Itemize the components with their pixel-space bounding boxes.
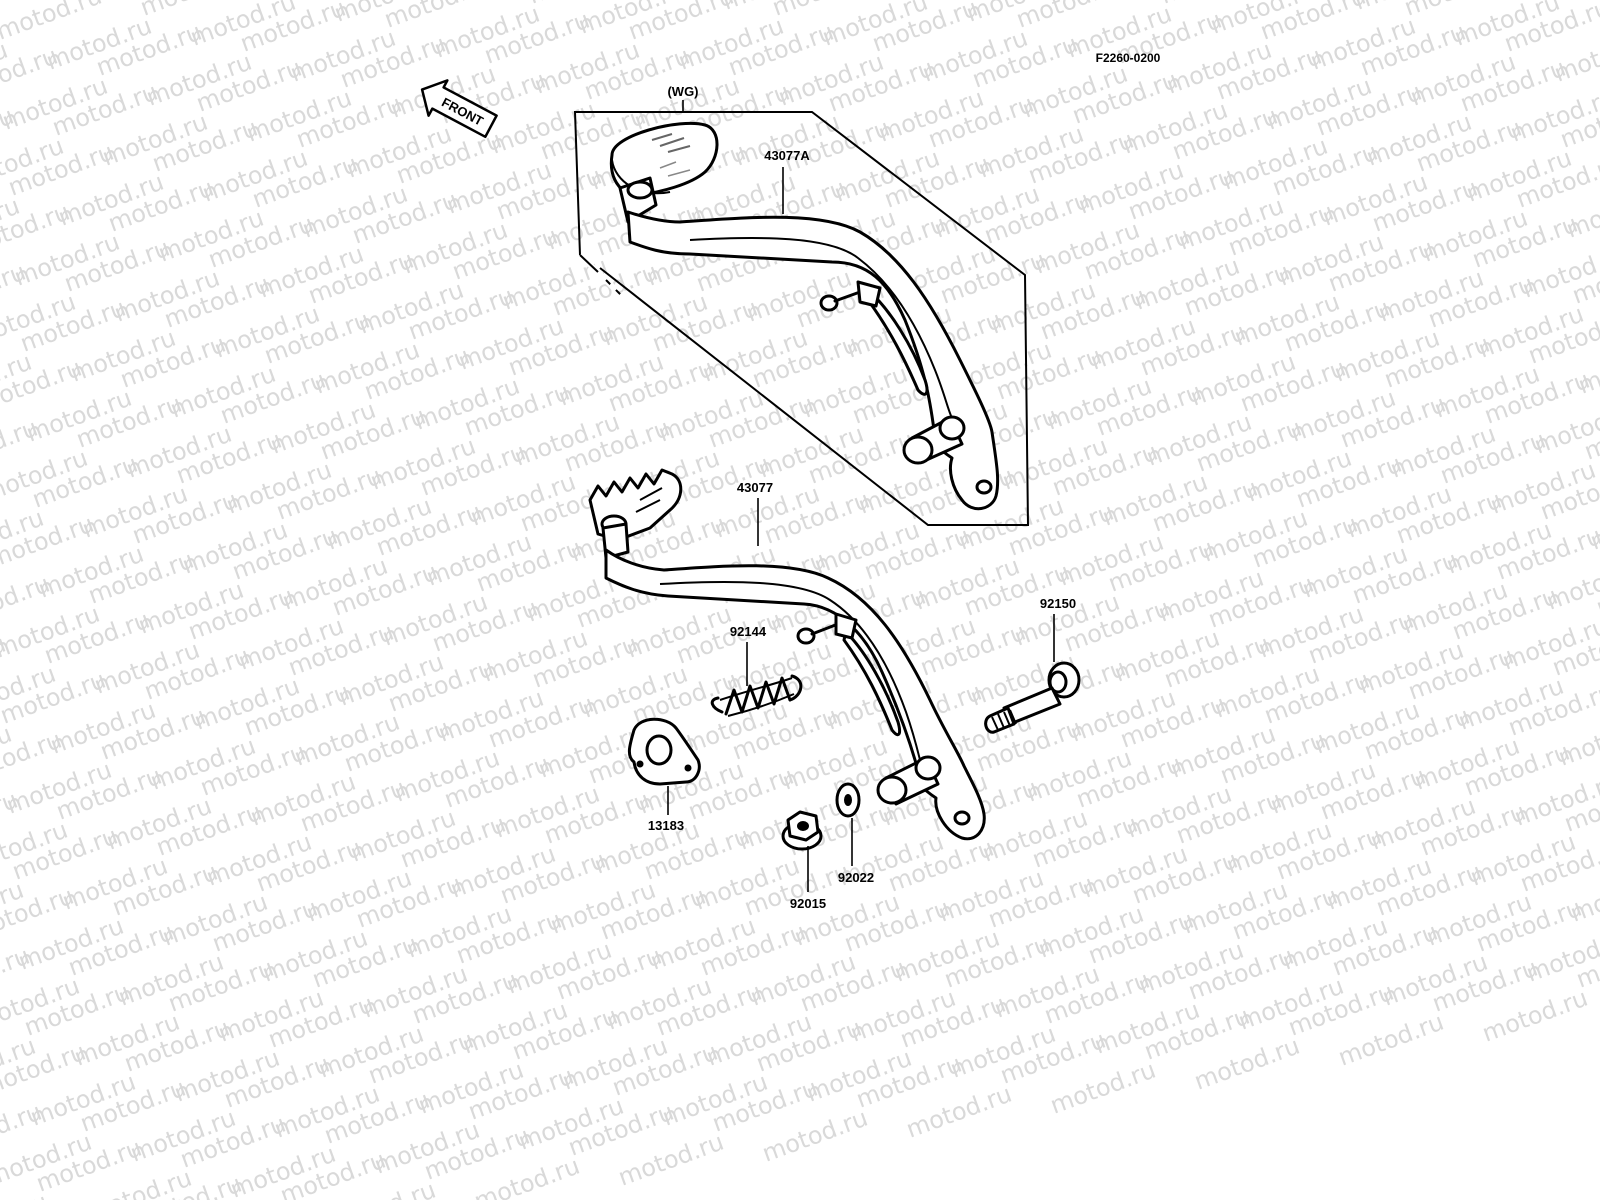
part-label-43077: 43077: [737, 480, 773, 495]
return-spring: [710, 674, 803, 717]
part-label-13183: 13183: [648, 818, 684, 833]
washer: [835, 782, 861, 818]
part-label-43077A: 43077A: [764, 148, 810, 163]
part-label-92150: 92150: [1040, 596, 1076, 611]
brake-pedal: [588, 468, 986, 841]
brake-pedal-wg: [609, 121, 1000, 511]
watermark-text: motod.ru: [0, 0, 6, 10]
part-label-92144: 92144: [730, 624, 767, 639]
wg-variant-frame: [573, 111, 1030, 526]
pivot-bolt: [984, 661, 1081, 734]
part-label-92022: 92022: [838, 870, 874, 885]
gasket-plate: [627, 717, 701, 786]
figure-code: F2260-0200: [1096, 51, 1161, 65]
part-label-92015: 92015: [790, 896, 826, 911]
flange-nut: [781, 810, 823, 851]
variant-label: (WG): [667, 84, 698, 99]
